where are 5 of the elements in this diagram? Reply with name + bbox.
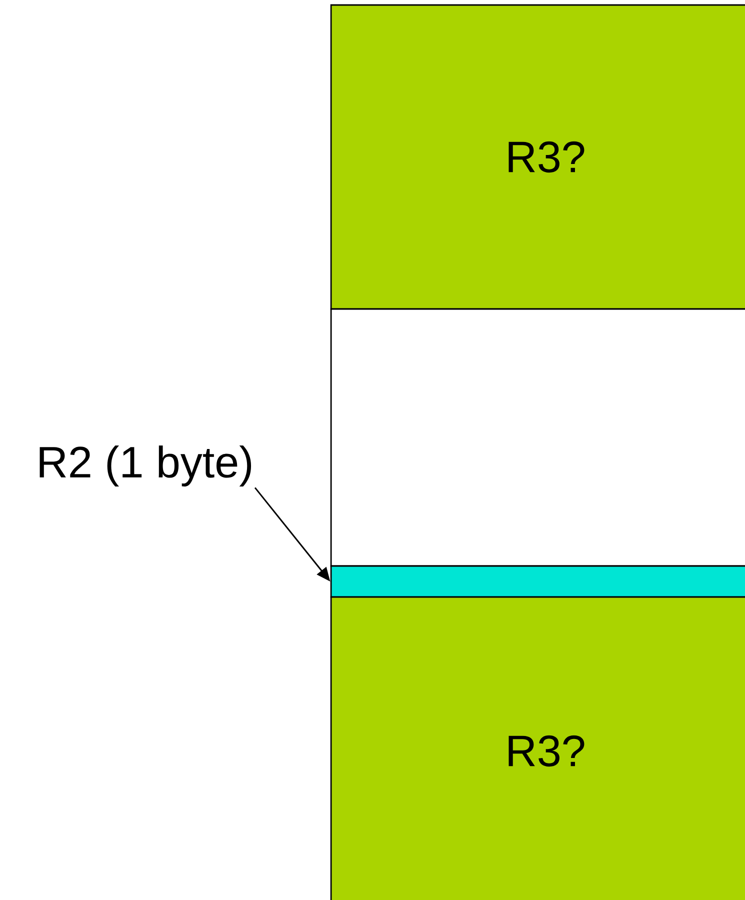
callout-label: R2 (1 byte) <box>40 446 252 486</box>
empty-box <box>330 308 745 567</box>
memory-block: R3? <box>330 596 745 900</box>
memory-block: R3? <box>330 4 745 310</box>
bar <box>330 565 745 598</box>
